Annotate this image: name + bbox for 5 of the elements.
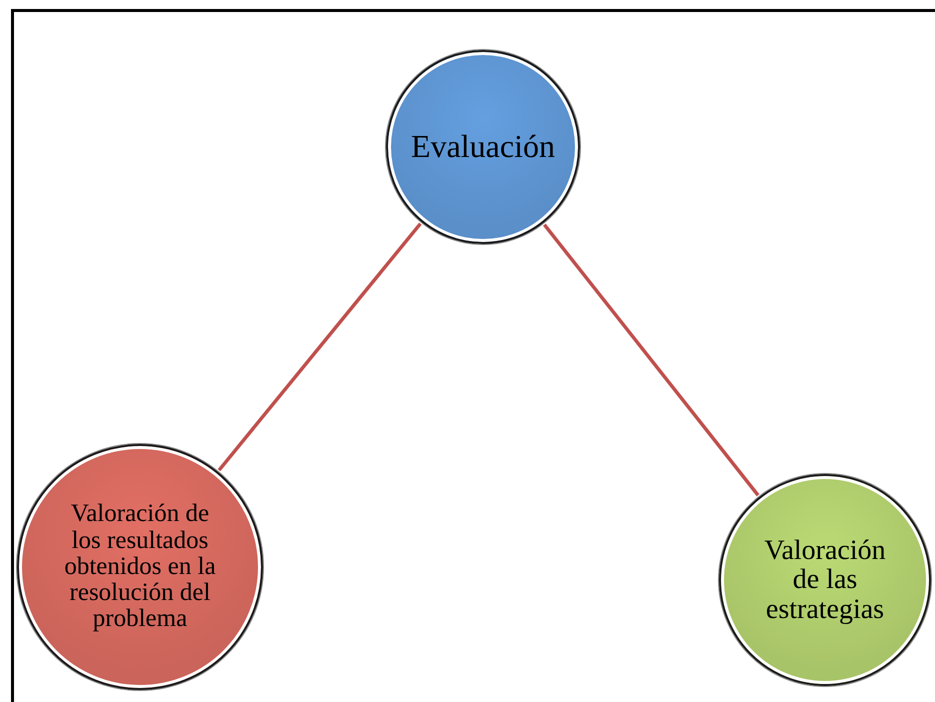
- connector-line: [218, 222, 422, 472]
- connector-line: [542, 224, 760, 496]
- node-label: Valoración de los resultados obtenidos en la resolución del problema: [63, 501, 217, 633]
- node-label: Valoración de las estrategias: [763, 536, 887, 624]
- node-label: Evaluación: [410, 130, 556, 164]
